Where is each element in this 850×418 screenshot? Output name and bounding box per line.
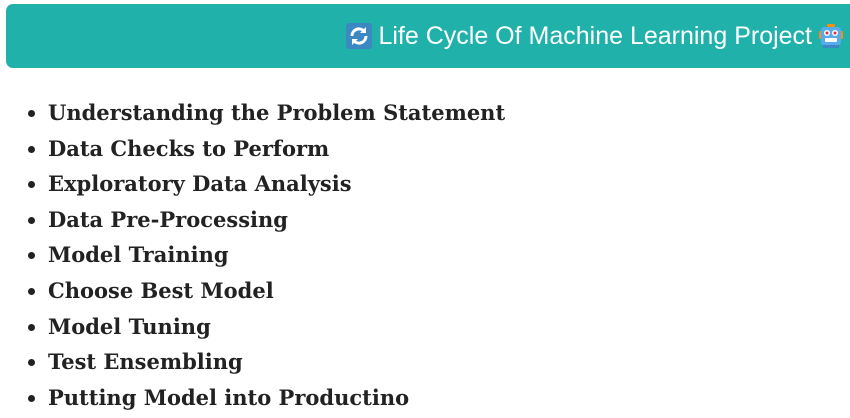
ml-lifecycle-steps-list: Understanding the Problem Statement Data… <box>27 95 505 415</box>
refresh-arrows-icon <box>346 23 373 49</box>
list-item: Data Checks to Perform <box>48 131 505 167</box>
robot-icon <box>818 23 844 49</box>
list-item: Model Training <box>48 237 505 273</box>
list-item: Data Pre-Processing <box>48 202 505 238</box>
list-item: Model Tuning <box>48 309 505 345</box>
list-item: Understanding the Problem Statement <box>48 95 505 131</box>
list-item: Choose Best Model <box>48 273 505 309</box>
list-item: Exploratory Data Analysis <box>48 166 505 202</box>
list-item: Test Ensembling <box>48 344 505 380</box>
header-banner: Life Cycle Of Machine Learning Project <box>6 4 850 68</box>
page-title: Life Cycle Of Machine Learning Project <box>378 21 812 50</box>
list-item: Putting Model into Productino <box>48 380 505 416</box>
